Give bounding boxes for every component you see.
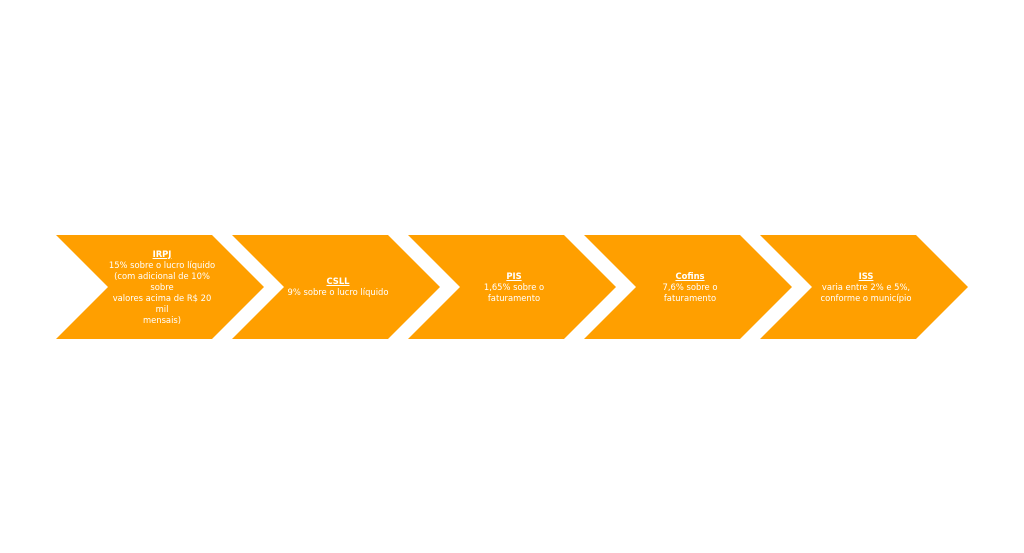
chevron-iss: ISS varia entre 2% e 5%, conforme o muni… [760, 235, 972, 339]
chevron-pis: PIS 1,65% sobre o faturamento [408, 235, 620, 339]
chevron-label: Cofins 7,6% sobre o faturamento [636, 235, 744, 339]
step-description: varia entre 2% e 5%, conforme o municípi… [820, 281, 912, 303]
step-title: PIS [506, 270, 522, 281]
step-description: 15% sobre o lucro líquido (com adicional… [108, 259, 216, 325]
step-title: ISS [858, 270, 874, 281]
step-title: CSLL [326, 276, 350, 286]
step-description: 9% sobre o lucro líquido [287, 287, 389, 297]
chevron-label: IRPJ 15% sobre o lucro líquido (com adic… [108, 235, 216, 339]
step-description: 7,6% sobre o faturamento [662, 281, 718, 303]
chevron-shape [760, 235, 968, 339]
chevron-shape [584, 235, 792, 339]
step-description: 1,65% sobre o faturamento [483, 281, 545, 303]
chevron-irpj: IRPJ 15% sobre o lucro líquido (com adic… [56, 235, 268, 339]
step-title: IRPJ [152, 248, 172, 259]
chevron-shape [408, 235, 616, 339]
chevron-csll: CSLL 9% sobre o lucro líquido [232, 235, 444, 339]
chevron-shape [232, 235, 440, 339]
chevron-shape [56, 235, 264, 339]
chevron-cofins: Cofins 7,6% sobre o faturamento [584, 235, 796, 339]
chevron-label: CSLL 9% sobre o lucro líquido [284, 235, 392, 339]
step-title: Cofins [675, 270, 705, 281]
chevron-label: ISS varia entre 2% e 5%, conforme o muni… [812, 235, 920, 339]
chevron-label: PIS 1,65% sobre o faturamento [460, 235, 568, 339]
